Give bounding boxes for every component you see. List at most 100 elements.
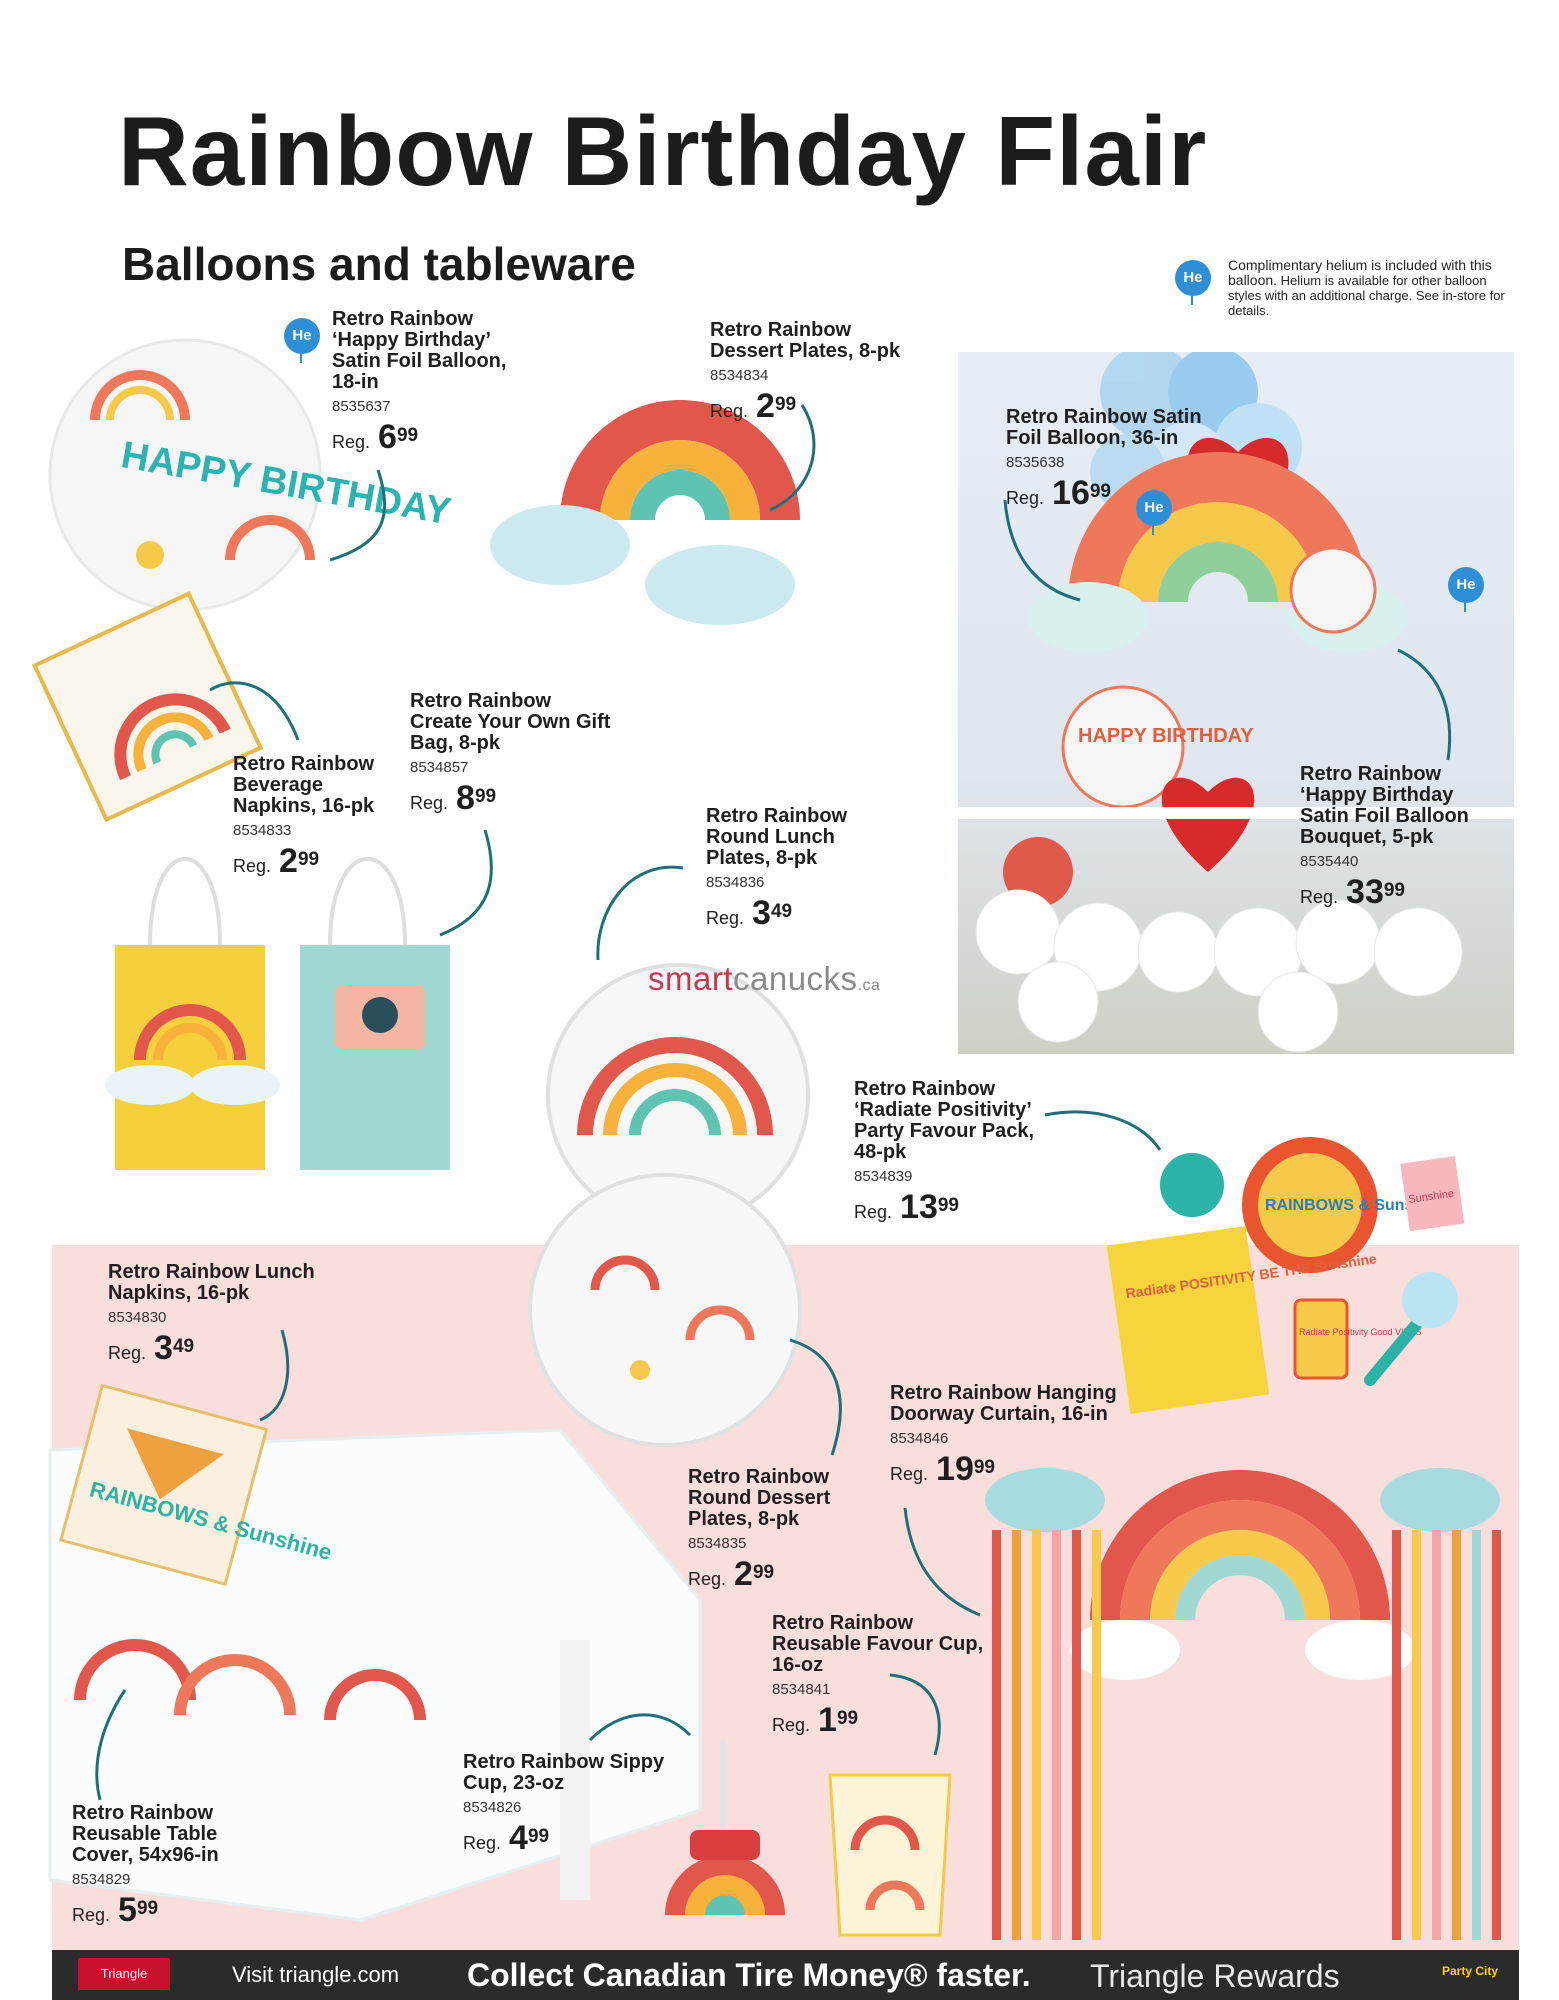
product-sku: 8534841 [772,1681,831,1698]
reg-label: Reg. [890,1464,929,1484]
product-sku: 8534846 [890,1430,949,1447]
product-sku: 8534829 [72,1871,131,1888]
reg-label: Reg. [772,1715,811,1735]
product-name: Retro Rainbow ‘Happy Birthday’ Satin Foi… [332,308,507,393]
product-sku: 8534830 [108,1309,167,1326]
favour-plate-art-text: RAINBOWS & Sunshine [1265,1197,1446,1214]
pointer-arrows [95,404,1452,1801]
price-dollars: 4 [509,1819,528,1857]
product-price: Reg. 349 [706,896,847,930]
price-dollars: 2 [734,1555,753,1593]
product-sku: 8535638 [1006,454,1065,471]
price-cents: 99 [973,1457,995,1478]
product-dessert-plates: Retro Rainbow Dessert Plates, 8-pk 85348… [710,319,901,424]
reg-label: Reg. [1006,488,1045,508]
product-price: Reg.299 [688,1557,830,1591]
price-cents: 49 [172,1336,195,1357]
price-cents: 99 [136,1898,159,1919]
product-price: Reg.1399 [854,1190,1034,1224]
reg-label: Reg. [410,793,449,813]
watermark-smart: smart [648,960,733,997]
price-cents: 99 [396,425,419,446]
price-dollars: 16 [1052,474,1090,512]
price-cents: 99 [836,1708,859,1729]
product-price: Reg. 199 [772,1703,983,1737]
helium-badge: He [1175,260,1211,305]
product-name: Retro Rainbow Round Lunch Plates, 8-pk [706,805,848,869]
price-cents: 99 [752,1562,775,1583]
product-name: Retro Rainbow Create Your Own Gift Bag, … [410,690,611,754]
triangle-logo: Triangle [78,1958,170,1990]
price-dollars: 3 [752,894,771,932]
foil-balloon-image: HAPPY BIRTHDAY [48,338,454,612]
reg-label: Reg. [1300,887,1339,907]
watermark-text: smartcanucks.ca [648,960,880,998]
price-cents: 99 [527,1826,550,1847]
product-price: Reg. 699 [332,420,506,454]
product-name: Retro Rainbow Sippy Cup, 23-oz [463,1751,665,1794]
price-cents: 99 [1383,880,1405,901]
gift-bag-image [105,856,450,1170]
product-foil-balloon-18in: Retro Rainbow ‘Happy Birthday’ Satin Foi… [332,308,507,455]
reg-label: Reg. [332,432,371,452]
product-name: Retro Rainbow Reusable Table Cover, 54x9… [72,1802,219,1866]
footer-bar: Triangle Visit triangle.com Collect Cana… [52,1950,1519,2000]
product-lunch-plates: Retro Rainbow Round Lunch Plates, 8-pk 8… [706,805,848,931]
product-foil-balloon-36in: Retro Rainbow Satin Foil Balloon, 36-in … [1006,407,1202,511]
reg-label: Reg. [72,1905,111,1925]
product-name: Retro Rainbow Hanging Doorway Curtain, 1… [890,1382,1117,1425]
dessert-plate-image [490,400,800,625]
price-cents: 49 [770,901,793,922]
product-price: Reg.299 [710,389,900,423]
watermark-canucks: canucks [733,960,858,997]
product-name: Retro Rainbow ‘Happy Birthday Satin Foil… [1300,763,1469,848]
product-name: Retro Rainbow Beverage Napkins, 16-pk [233,753,375,817]
product-price: Reg. 3399 [1300,875,1469,909]
price-cents: 99 [1089,481,1111,502]
price-cents: 99 [474,786,497,807]
product-name: Retro Rainbow ‘Radiate Positivity’ Party… [854,1078,1035,1163]
triangle-rewards-logo: Triangle Rewards [1090,1958,1340,1994]
price-dollars: 33 [1346,873,1384,911]
product-balloon-bouquet: Retro Rainbow ‘Happy Birthday Satin Foil… [1300,763,1469,910]
product-gift-bag: Retro Rainbow Create Your Own Gift Bag, … [410,690,611,816]
price-dollars: 2 [279,842,298,880]
product-doorway-curtain: Retro Rainbow Hanging Doorway Curtain, 1… [890,1382,1117,1487]
product-sku: 8535440 [1300,853,1359,870]
product-favour-cup: Retro Rainbow Reusable Favour Cup, 16-oz… [772,1612,984,1738]
bouquet-balloon-text: HAPPY BIRTHDAY [1078,725,1254,747]
product-beverage-napkins: Retro Rainbow Beverage Napkins, 16-pk 85… [233,753,375,880]
product-sku: 8534857 [410,759,469,776]
price-dollars: 6 [378,418,397,456]
price-dollars: 8 [456,779,475,817]
product-price: Reg. 1699 [1006,476,1202,510]
price-cents: 99 [937,1195,959,1216]
reg-label: Reg. [706,908,745,928]
product-name: Retro Rainbow Reusable Favour Cup, 16-oz [772,1612,984,1676]
helium-note: Complimentary helium is included with th… [1228,258,1518,319]
price-dollars: 1 [818,1701,837,1739]
page-title: Rainbow Birthday Flair [118,96,1208,206]
product-sku: 8534834 [710,367,769,384]
balloon-bouquet-photo: HAPPY BIRTHDAY He He [958,352,1514,1054]
photo-helium-badge-1: He [1136,490,1172,535]
product-helium-badge: He [284,318,320,363]
beverage-napkin-image [31,591,264,823]
favour-cup-image [828,1773,952,1937]
product-sku: 8534839 [854,1168,913,1185]
product-table-cover: Retro Rainbow Reusable Table Cover, 54x9… [72,1802,219,1928]
product-name: Retro Rainbow Round Dessert Plates, 8-pk [688,1466,831,1530]
footer-collect-text: Collect Canadian Tire Money® faster. [467,1957,1031,1993]
footer-visit-link[interactable]: Visit triangle.com [232,1962,400,1987]
favour-can-art-text: Radiate Positivity Good VIBES [1299,1327,1422,1337]
price-dollars: 2 [756,387,775,425]
price-cents: 99 [774,394,797,415]
product-sippy-cup: Retro Rainbow Sippy Cup, 23-oz 8534826 R… [463,1751,665,1857]
product-sku: 8534826 [463,1799,522,1816]
reg-label: Reg. [854,1202,893,1222]
product-price: Reg. 899 [410,781,610,815]
product-sku: 8534833 [233,822,292,839]
product-name: Retro Rainbow Dessert Plates, 8-pk [710,319,901,362]
reg-label: Reg. [233,856,272,876]
